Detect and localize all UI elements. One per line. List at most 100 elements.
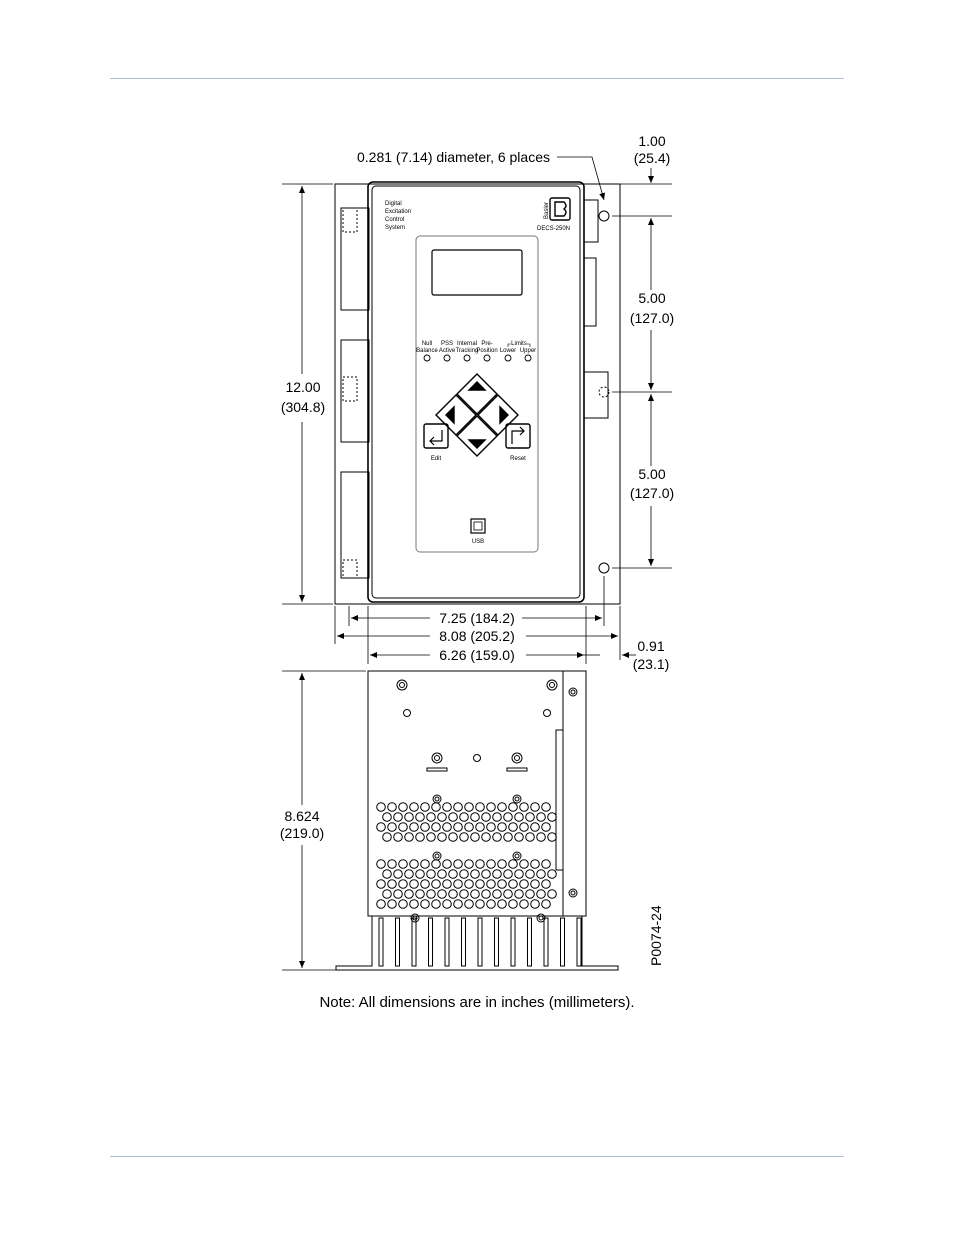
- screws: [396, 679, 578, 923]
- vent-hole: [547, 869, 557, 879]
- right-button[interactable]: [477, 394, 519, 436]
- up-button[interactable]: [456, 373, 498, 415]
- vent-hole: [415, 812, 425, 822]
- vent-hole: [437, 812, 447, 822]
- vent-hole: [464, 802, 474, 812]
- vent-hole: [536, 832, 546, 842]
- spacing1-mm: (127.0): [630, 310, 674, 326]
- vent-hole: [420, 859, 430, 869]
- led-pss-l2: Active: [439, 348, 456, 354]
- vent-hole: [398, 899, 408, 909]
- vent-hole: [404, 832, 414, 842]
- vent-hole: [547, 812, 557, 822]
- top-offset-mm: (25.4): [634, 150, 671, 166]
- reset-button[interactable]: [505, 423, 531, 449]
- vent-hole: [453, 822, 463, 832]
- led-pre-position: [483, 354, 491, 362]
- vent-hole: [459, 832, 469, 842]
- vent-hole: [470, 832, 480, 842]
- vent-hole: [475, 899, 485, 909]
- edit-button[interactable]: [423, 423, 449, 449]
- vent-hole: [431, 879, 441, 889]
- heat-sink-fin: [461, 917, 466, 967]
- vent-hole: [475, 859, 485, 869]
- vent-hole: [393, 832, 403, 842]
- led-upper-label: Upper: [520, 348, 536, 354]
- vent-hole: [431, 859, 441, 869]
- vent-hole: [393, 889, 403, 899]
- footer-rule: [110, 1156, 844, 1157]
- left-hole-1: [342, 207, 358, 233]
- led-null-balance: [423, 354, 431, 362]
- limits-bracket: [507, 343, 531, 347]
- spacing1-in: 5.00: [638, 290, 665, 306]
- vent-hole: [459, 889, 469, 899]
- heat-sink-fin: [527, 917, 532, 967]
- height-mm: (304.8): [281, 399, 325, 415]
- vent-hole: [475, 802, 485, 812]
- vent-hole: [470, 889, 480, 899]
- vent-hole: [398, 802, 408, 812]
- edit-icon: [429, 430, 443, 446]
- vent-hole: [497, 879, 507, 889]
- right-connector-1: [583, 199, 599, 243]
- front-bezel-inner: [371, 185, 581, 599]
- vent-hole: [420, 899, 430, 909]
- mount-hole-mid: [598, 386, 610, 398]
- overall-width: 8.08 (205.2): [439, 628, 515, 644]
- usb-port[interactable]: [470, 518, 486, 534]
- vent-hole: [541, 879, 551, 889]
- reset-icon: [511, 426, 525, 444]
- vent-hole: [382, 812, 392, 822]
- vent-hole: [464, 879, 474, 889]
- right-offset-mm: (23.1): [633, 656, 670, 672]
- down-button[interactable]: [456, 415, 498, 457]
- vent-hole: [492, 869, 502, 879]
- vent-hole: [486, 822, 496, 832]
- led-null-l2: Balance: [416, 348, 438, 354]
- left-bracket-top: [340, 207, 370, 311]
- vent-hole: [464, 899, 474, 909]
- vent-hole: [508, 822, 518, 832]
- side-rail: [555, 729, 564, 871]
- vent-hole: [376, 899, 386, 909]
- vent-hole: [492, 832, 502, 842]
- note-text: Note: All dimensions are in inches (mill…: [319, 994, 635, 1011]
- heat-sink-fin: [378, 917, 384, 967]
- spacing2-in: 5.00: [638, 466, 665, 482]
- side-housing: [367, 670, 587, 917]
- vent-hole: [415, 869, 425, 879]
- vent-hole: [398, 822, 408, 832]
- led-lower: [504, 354, 512, 362]
- vent-hole: [393, 812, 403, 822]
- display-panel: [415, 235, 539, 553]
- vent-hole: [514, 869, 524, 879]
- header-rule: [110, 78, 844, 79]
- logo-b-glyph: [554, 201, 567, 217]
- left-bracket-bottom: [340, 471, 370, 579]
- led-pss-active: [443, 354, 451, 362]
- vent-hole: [382, 869, 392, 879]
- heat-sink-fin: [428, 917, 433, 967]
- vent-hole: [376, 802, 386, 812]
- vent-hole: [486, 802, 496, 812]
- left-arrow-icon: [445, 405, 455, 425]
- vent-hole: [376, 879, 386, 889]
- vent-hole: [530, 822, 540, 832]
- dimension-lines: [282, 156, 672, 971]
- vent-hole: [508, 802, 518, 812]
- vent-hole: [442, 879, 452, 889]
- vent-hole: [525, 812, 535, 822]
- vent-hole: [376, 822, 386, 832]
- vent-hole: [420, 802, 430, 812]
- vent-hole: [453, 802, 463, 812]
- vent-hole: [420, 822, 430, 832]
- hole-callout: 0.281 (7.14) diameter, 6 places: [357, 149, 550, 165]
- reset-label: Reset: [510, 456, 526, 462]
- vent-hole: [431, 899, 441, 909]
- vent-hole: [415, 832, 425, 842]
- vent-hole: [398, 879, 408, 889]
- left-button[interactable]: [435, 394, 477, 436]
- led-null-l1: Null: [422, 341, 432, 347]
- vent-hole: [497, 859, 507, 869]
